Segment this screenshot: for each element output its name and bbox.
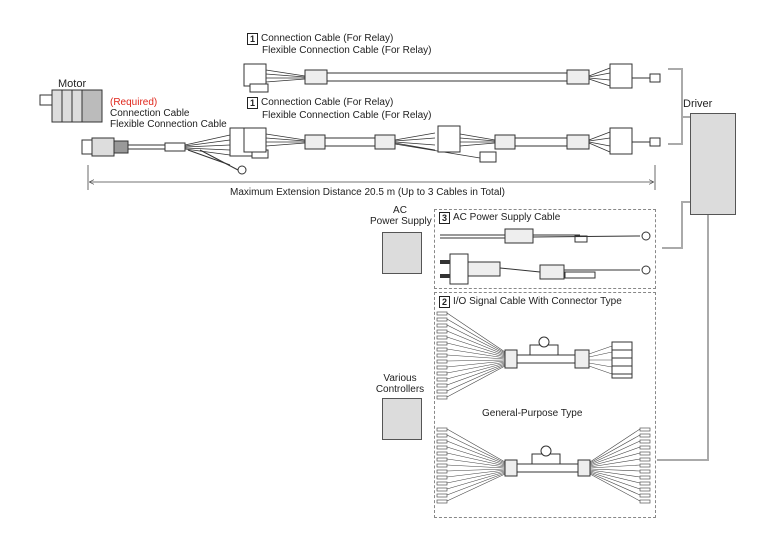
controllers-line1: Various xyxy=(383,373,417,384)
io-cable-number: 2 xyxy=(439,296,450,308)
ac-cable-drawing xyxy=(440,228,651,285)
extension-note: Maximum Extension Distance 20.5 m (Up to… xyxy=(230,187,505,198)
relay-cable-top-drawing xyxy=(243,63,661,93)
ac-power-box xyxy=(382,232,422,274)
driver-link-lines xyxy=(657,68,709,461)
ac-power-line1: AC xyxy=(393,205,407,216)
required-cable-line2: Flexible Connection Cable xyxy=(110,119,227,130)
ac-cable-number: 3 xyxy=(439,212,450,224)
io-cable-group xyxy=(434,292,656,518)
driver-label: Driver xyxy=(683,98,713,110)
driver-box xyxy=(690,113,736,215)
ac-cable-group xyxy=(434,209,656,289)
relay-cable-top-line2: Flexible Connection Cable (For Relay) xyxy=(262,45,432,56)
io-connector-cable-drawing xyxy=(436,311,633,400)
extension-dimension-line xyxy=(87,165,656,190)
controllers-box xyxy=(382,398,422,440)
relay-cable-top-number: 1 xyxy=(247,33,258,45)
general-purpose-label: General-Purpose Type xyxy=(482,408,583,419)
controllers-line2: Controllers xyxy=(375,384,425,395)
relay-cable-bottom-line2: Flexible Connection Cable (For Relay) xyxy=(262,110,432,121)
required-cable-drawing xyxy=(81,127,269,175)
motor-label: Motor xyxy=(58,78,87,90)
required-cable-line1: Connection Cable xyxy=(110,108,190,119)
required-tag: (Required) xyxy=(110,97,158,108)
general-purpose-cable-drawing xyxy=(436,427,651,504)
relay-cable-bottom-drawing xyxy=(243,125,661,163)
motor-icon xyxy=(39,89,103,123)
relay-cable-bottom-number: 1 xyxy=(247,97,258,109)
ac-power-line2: Power Supply xyxy=(370,216,432,227)
